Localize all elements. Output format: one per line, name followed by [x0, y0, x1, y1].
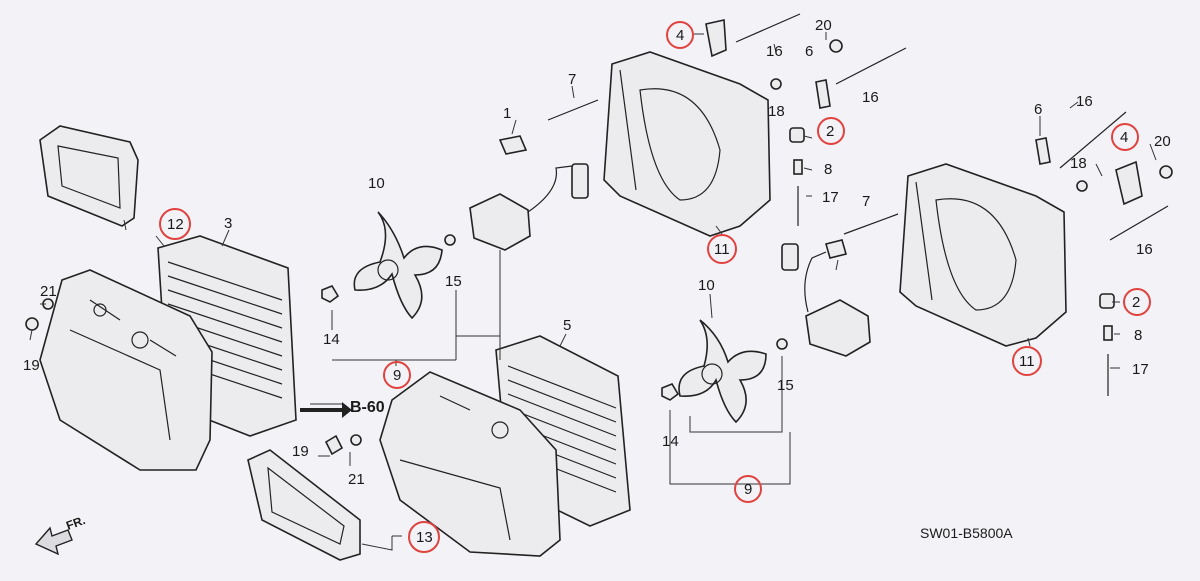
- reference-label: B-60: [350, 399, 385, 416]
- label-11-center: 11: [714, 241, 730, 258]
- highlight-circle-11-center: [707, 234, 737, 264]
- label-21-center: 21: [348, 471, 365, 488]
- nut-14-left: [321, 285, 340, 303]
- clip-6-upper: [815, 79, 831, 109]
- label-16-a: 16: [766, 43, 783, 60]
- label-12: 12: [167, 216, 184, 233]
- label-15-left: 15: [445, 273, 462, 290]
- nut-21-center: [350, 434, 362, 446]
- label-6-right: 6: [1034, 101, 1042, 118]
- clip-1-center: [825, 239, 847, 259]
- grommet-2-right: [1099, 293, 1115, 309]
- label-10-left: 10: [368, 175, 385, 192]
- fan-center: [678, 319, 767, 424]
- highlight-circle-4-right: [1111, 123, 1139, 151]
- bolt-16-d: [1109, 205, 1169, 241]
- label-9-center: 9: [744, 481, 752, 498]
- highlight-circle-4-upper: [666, 21, 694, 49]
- screw-18-upper: [770, 78, 782, 90]
- clip-6-right: [1035, 137, 1051, 165]
- screw-18-right: [1076, 180, 1088, 192]
- highlight-circle-9-center: [734, 475, 762, 503]
- label-16-c: 16: [1076, 93, 1093, 110]
- blower-housing-center: [379, 371, 561, 557]
- highlight-circle-11-right: [1012, 346, 1042, 376]
- rod-7-upper: [547, 99, 599, 121]
- label-4-right: 4: [1120, 129, 1128, 146]
- label-1: 1: [503, 105, 511, 122]
- highlight-circle-2-center: [817, 117, 845, 145]
- gasket-upper-left: [39, 125, 139, 227]
- bolt-16-a: [735, 13, 801, 43]
- highlight-circle-2-right: [1123, 288, 1151, 316]
- front-direction-arrow: [34, 526, 73, 556]
- label-14-center: 14: [662, 433, 679, 450]
- part-labels: 1 2 2 3 4 4 5 6 6 7 7 8 8 9 9 10 10 11 1…: [23, 17, 1171, 546]
- fan-motor-center: [781, 243, 871, 357]
- label-19-left: 19: [23, 357, 40, 374]
- label-19-center: 19: [292, 443, 309, 460]
- reference-arrow: [300, 402, 352, 418]
- label-14-left: 14: [323, 331, 340, 348]
- leader-lines: [29, 32, 1157, 551]
- drawing-code: SW01-B5800A: [920, 525, 1013, 541]
- bolt-16-b: [835, 47, 907, 85]
- label-20-right: 20: [1154, 133, 1171, 150]
- label-18-right: 18: [1070, 155, 1087, 172]
- fan-motor-left: [469, 163, 589, 251]
- cap-20-right: [1159, 165, 1173, 179]
- fan-shroud-right: [899, 163, 1067, 347]
- label-7-right: 7: [862, 193, 870, 210]
- highlight-circle-13: [408, 521, 440, 553]
- label-6-upper: 6: [805, 43, 813, 60]
- label-15-center: 15: [777, 377, 794, 394]
- spacer-8-center: [793, 159, 803, 175]
- label-11-right: 11: [1019, 353, 1035, 370]
- bolt-19-center: [324, 434, 344, 456]
- label-2-right: 2: [1132, 294, 1140, 311]
- washer-15-center: [776, 338, 788, 350]
- fan-left: [353, 211, 443, 320]
- highlight-circles: [159, 21, 1151, 553]
- label-4-upper: 4: [676, 27, 684, 44]
- bolt-19-left: [25, 317, 39, 331]
- grommet-2-center: [789, 127, 805, 143]
- label-21-left: 21: [40, 283, 57, 300]
- spacer-8-right: [1103, 325, 1113, 341]
- bracket-4-right: [1115, 160, 1143, 206]
- label-10-center: 10: [698, 277, 715, 294]
- label-5: 5: [563, 317, 571, 334]
- direction-label: FR.: [64, 513, 87, 533]
- label-9-left: 9: [393, 367, 401, 384]
- label-20-upper: 20: [815, 17, 832, 34]
- blower-housing-left: [39, 269, 213, 471]
- label-13: 13: [416, 529, 433, 546]
- label-16-d: 16: [1136, 241, 1153, 258]
- bolt-16-c: [1059, 111, 1127, 169]
- cap-20-upper: [829, 39, 843, 53]
- label-17-center: 17: [822, 189, 839, 206]
- highlight-circle-12: [159, 208, 191, 240]
- label-18-upper: 18: [768, 103, 785, 120]
- rod-7-right: [843, 213, 899, 235]
- bracket-4-upper: [705, 19, 727, 58]
- label-7-upper: 7: [568, 71, 576, 88]
- label-3: 3: [224, 215, 232, 232]
- label-2-center: 2: [826, 123, 834, 140]
- washer-15-left: [444, 234, 456, 246]
- label-8-right: 8: [1134, 327, 1142, 344]
- label-17-right: 17: [1132, 361, 1149, 378]
- label-8-center: 8: [824, 161, 832, 178]
- highlight-circle-9-left: [383, 361, 411, 389]
- label-16-b: 16: [862, 89, 879, 106]
- gasket-lower: [247, 449, 361, 561]
- nut-14-center: [661, 383, 680, 401]
- fan-shroud-upper: [603, 51, 771, 237]
- clip-1: [498, 135, 528, 155]
